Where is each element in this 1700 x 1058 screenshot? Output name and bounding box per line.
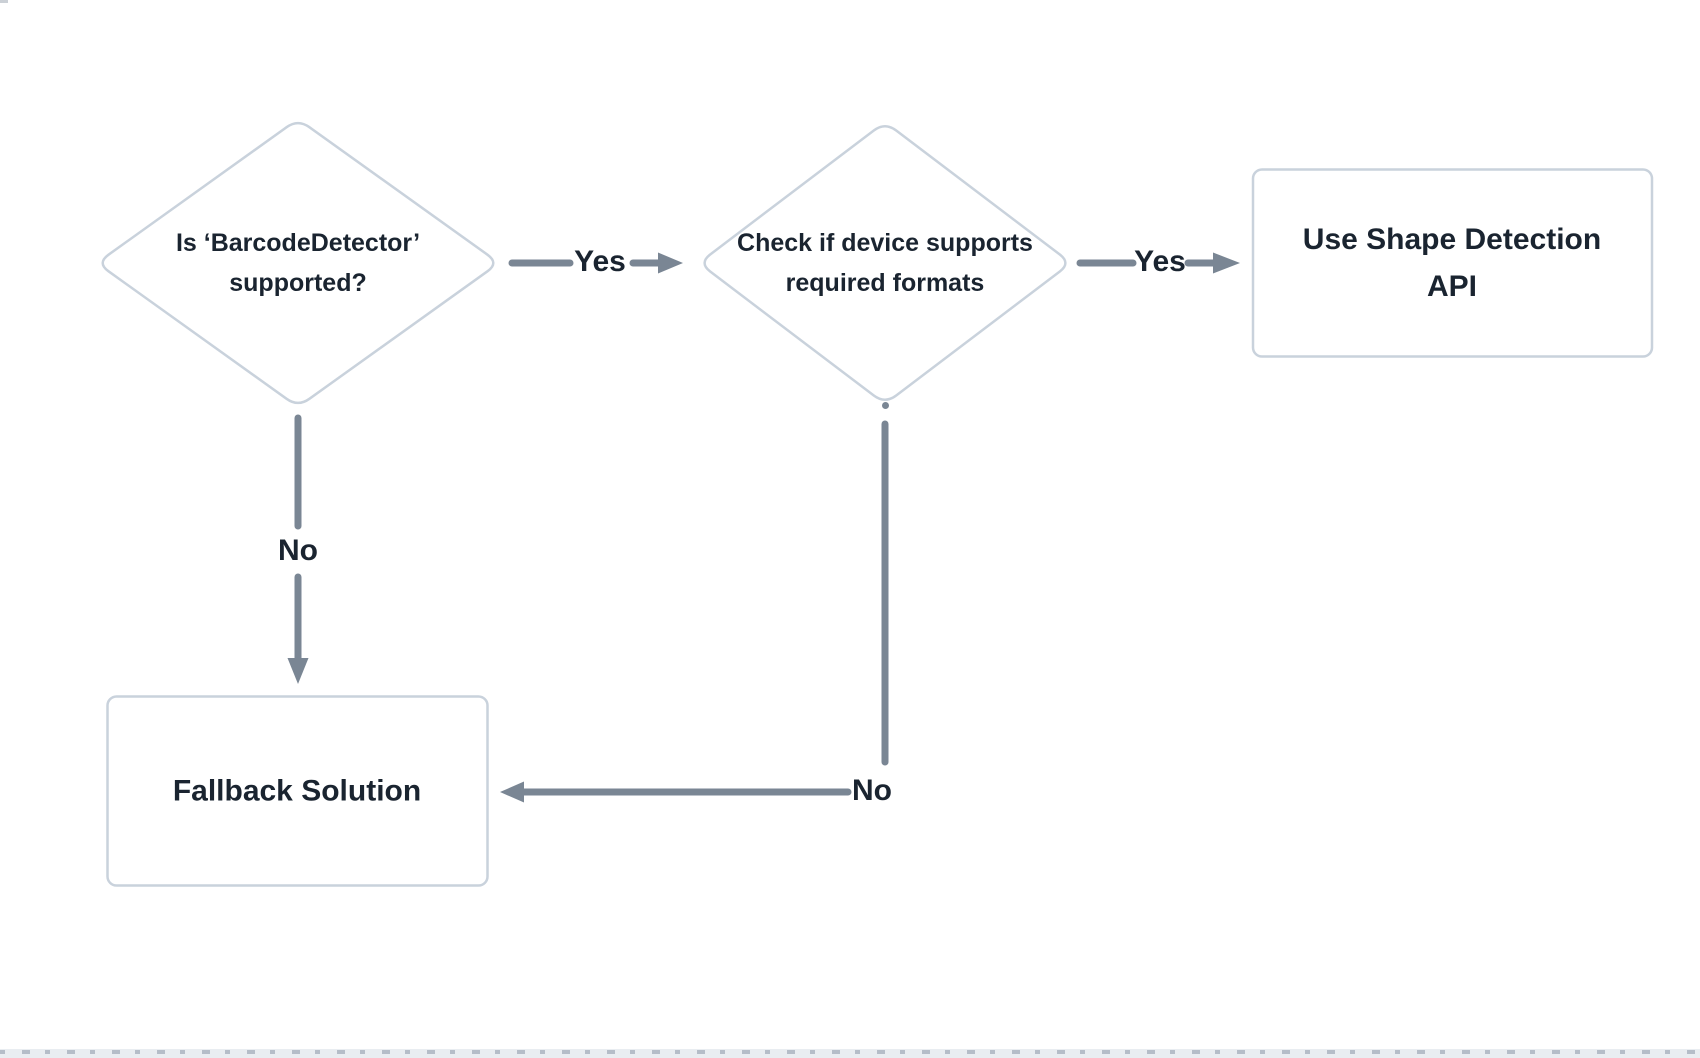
decision-formats-label: Check if device supports required format… — [695, 223, 1075, 303]
edge-no2-origin-dot — [882, 402, 889, 409]
bottom-cutoff-strip — [0, 1049, 1700, 1058]
fallback-box-label: Fallback Solution — [172, 774, 422, 808]
shape-api-box-label: Use Shape Detection API — [1257, 216, 1647, 310]
decision-barcode-label: Is ‘BarcodeDetector’ supported? — [108, 223, 488, 303]
decision-formats-label-line1: Check if device supports — [737, 229, 1033, 257]
decision-barcode-label-line1: Is ‘BarcodeDetector’ — [175, 229, 421, 257]
edge-label-no2: No — [852, 774, 892, 807]
bottom-cutoff-strip-marks — [0, 1050, 1700, 1054]
decision-diamond-formats — [703, 125, 1067, 401]
process-box-shape-api — [1251, 168, 1654, 358]
edge-yes1-arrowhead-icon — [658, 252, 683, 274]
shape-api-box-label-line2: API — [1426, 270, 1477, 303]
edge-no2-arrowhead-icon — [500, 781, 524, 803]
process-box-fallback — [106, 695, 489, 887]
decision-formats-label-line2: required formats — [785, 269, 985, 297]
edge-yes2-arrowhead-icon — [1213, 252, 1240, 274]
edge-label-yes2: Yes — [1134, 245, 1186, 278]
edge-no1-arrowhead-icon — [287, 658, 309, 684]
decision-barcode-label-line2: supported? — [229, 269, 367, 297]
edge-label-no1: No — [278, 534, 318, 567]
top-left-artifact — [0, 0, 8, 3]
shape-api-box-label-line1: Use Shape Detection — [1302, 223, 1602, 256]
decision-diamond-barcode — [101, 121, 495, 405]
edge-label-yes1: Yes — [574, 245, 626, 278]
